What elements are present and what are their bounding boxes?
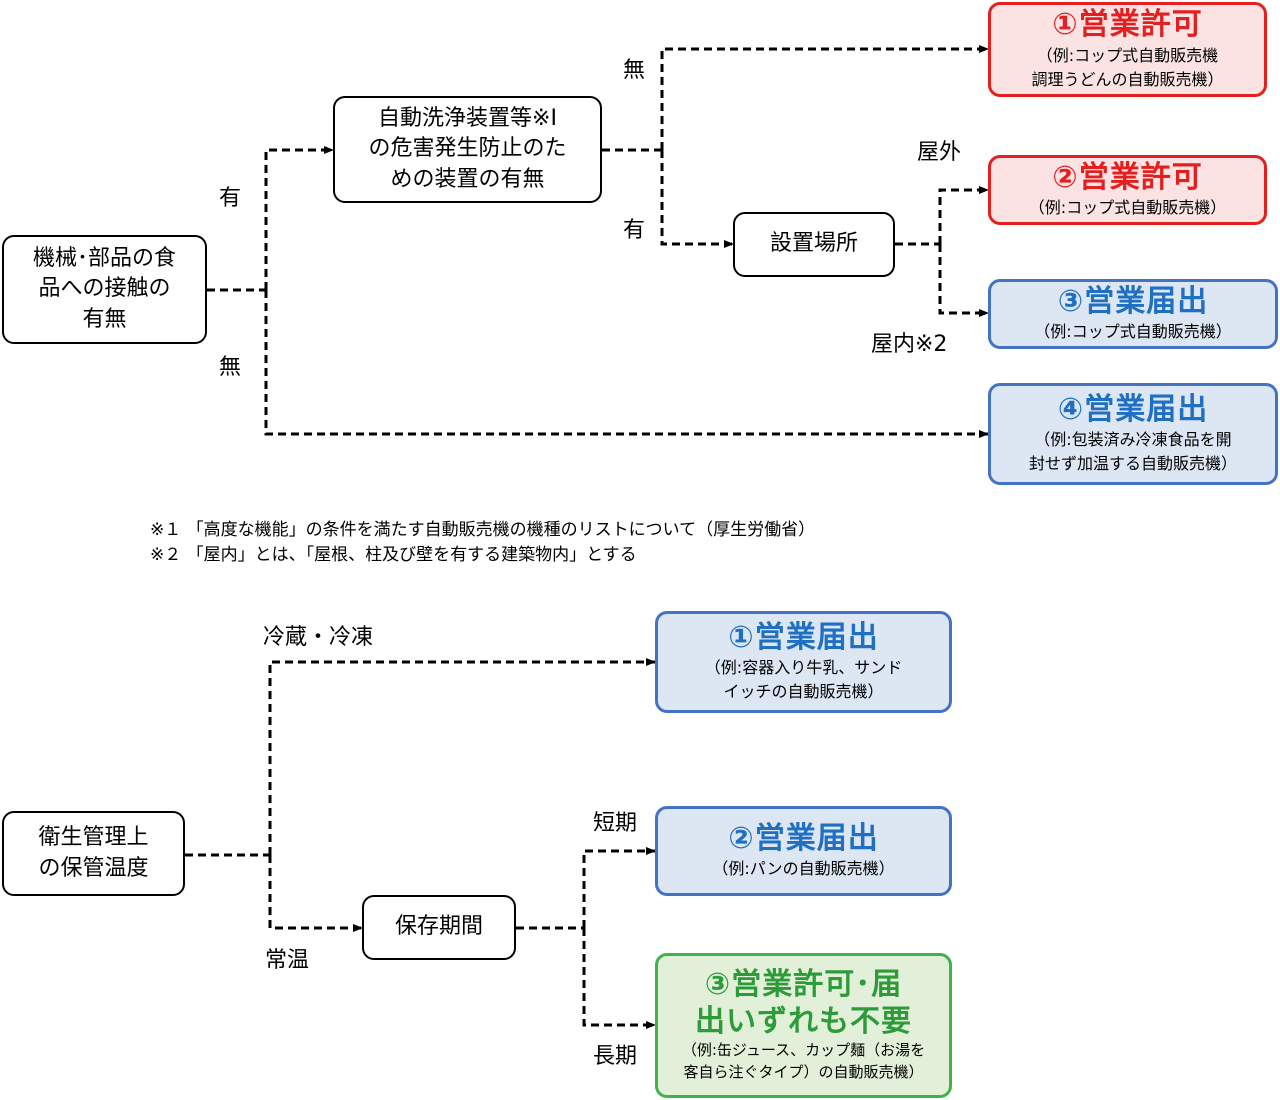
- result2-2-title: ②営業届出: [728, 820, 879, 856]
- edge-label-long: 長期: [593, 1044, 638, 1069]
- result-1-permit: ①営業許可 （例:コップ式自動販売機 調理うどんの自動販売機）: [988, 2, 1267, 97]
- edge-label-indoor: 屋内※2: [871, 332, 948, 357]
- result-4-example: （例:包装済み冷凍食品を開 封せず加温する自動販売機）: [1028, 430, 1237, 474]
- location-node-label: 設置場所: [769, 231, 858, 257]
- edge-label-no-mid: 無: [623, 58, 646, 83]
- edge-temperature-room: [268, 855, 363, 932]
- edge-label-no-left: 無: [219, 355, 242, 380]
- period-node: 保存期間: [362, 895, 516, 960]
- contact-node: 機械･部品の食 品への接触の 有無: [2, 235, 207, 344]
- result-2-permit: ②営業許可 （例:コップ式自動販売機）: [988, 155, 1267, 225]
- temperature-node: 衛生管理上 の保管温度: [2, 811, 185, 896]
- edge-label-room: 常温: [265, 948, 310, 973]
- result2-1-title: ①営業届出: [728, 619, 879, 655]
- edge-label-cold: 冷蔵・冷凍: [263, 625, 374, 650]
- edge-period-long: [582, 928, 656, 1029]
- result-3-example: （例:コップ式自動販売機）: [1034, 322, 1232, 342]
- edge-label-outdoor: 屋外: [917, 140, 962, 165]
- result-4-title: ④営業届出: [1057, 391, 1209, 427]
- result-1-title: ①営業許可: [1052, 7, 1203, 43]
- contact-node-label: 機械･部品の食 品への接触の 有無: [32, 245, 176, 332]
- edge-label-yes-mid: 有: [623, 218, 646, 243]
- edge-label-short: 短期: [593, 811, 638, 836]
- washer-node-label: 自動洗浄装置等※Ⅰ の危害発生防止のた めの装置の有無: [368, 105, 567, 192]
- result2-3-not-required: ③営業許可･届 出いずれも不要 （例:缶ジュース、カップ麺（お湯を 客自ら注ぐタ…: [655, 953, 952, 1098]
- result2-1-notification: ①営業届出 （例:容器入り牛乳、サンド イッチの自動販売機）: [655, 611, 952, 713]
- result2-2-notification: ②営業届出 （例:パンの自動販売機）: [655, 806, 952, 896]
- edge-temperature-cold: [268, 658, 656, 855]
- location-node: 設置場所: [733, 212, 895, 277]
- result-2-title: ②営業許可: [1052, 159, 1203, 195]
- edge-contact-yes: [264, 146, 334, 290]
- result2-1-example: （例:容器入り牛乳、サンド イッチの自動販売機）: [704, 658, 903, 702]
- result-4-notification: ④営業届出 （例:包装済み冷凍食品を開 封せず加温する自動販売機）: [988, 383, 1278, 485]
- result-1-example: （例:コップ式自動販売機 調理うどんの自動販売機）: [1031, 45, 1224, 89]
- result-3-notification: ③営業届出 （例:コップ式自動販売機）: [988, 279, 1278, 349]
- footnote-2: ※２ 「屋内」とは、「屋根、柱及び壁を有する建築物内」とする: [150, 545, 637, 565]
- edge-label-yes-left: 有: [219, 186, 242, 211]
- temperature-node-label: 衛生管理上 の保管温度: [38, 825, 149, 881]
- edge-period-short: [582, 847, 656, 928]
- result-2-example: （例:コップ式自動販売機）: [1028, 198, 1227, 218]
- edge-washer-no: [660, 45, 989, 150]
- period-node-label: 保存期間: [394, 914, 483, 940]
- result-3-title: ③営業届出: [1057, 283, 1209, 319]
- footnote-1: ※１ 「高度な機能」の条件を満たす自動販売機の機種のリストについて（厚生労働省）: [150, 520, 816, 540]
- result2-2-example: （例:パンの自動販売機）: [712, 859, 895, 879]
- washer-node: 自動洗浄装置等※Ⅰ の危害発生防止のた めの装置の有無: [333, 96, 602, 203]
- result2-3-title: ③営業許可･届 出いずれも不要: [695, 967, 912, 1039]
- edge-location-indoor: [938, 244, 989, 317]
- result2-3-example: （例:缶ジュース、カップ麺（お湯を 客自ら注ぐタイプ）の自動販売機）: [681, 1041, 926, 1082]
- edge-washer-yes: [660, 150, 734, 248]
- edge-location-outdoor: [938, 186, 989, 244]
- edge-contact-no: [264, 290, 989, 438]
